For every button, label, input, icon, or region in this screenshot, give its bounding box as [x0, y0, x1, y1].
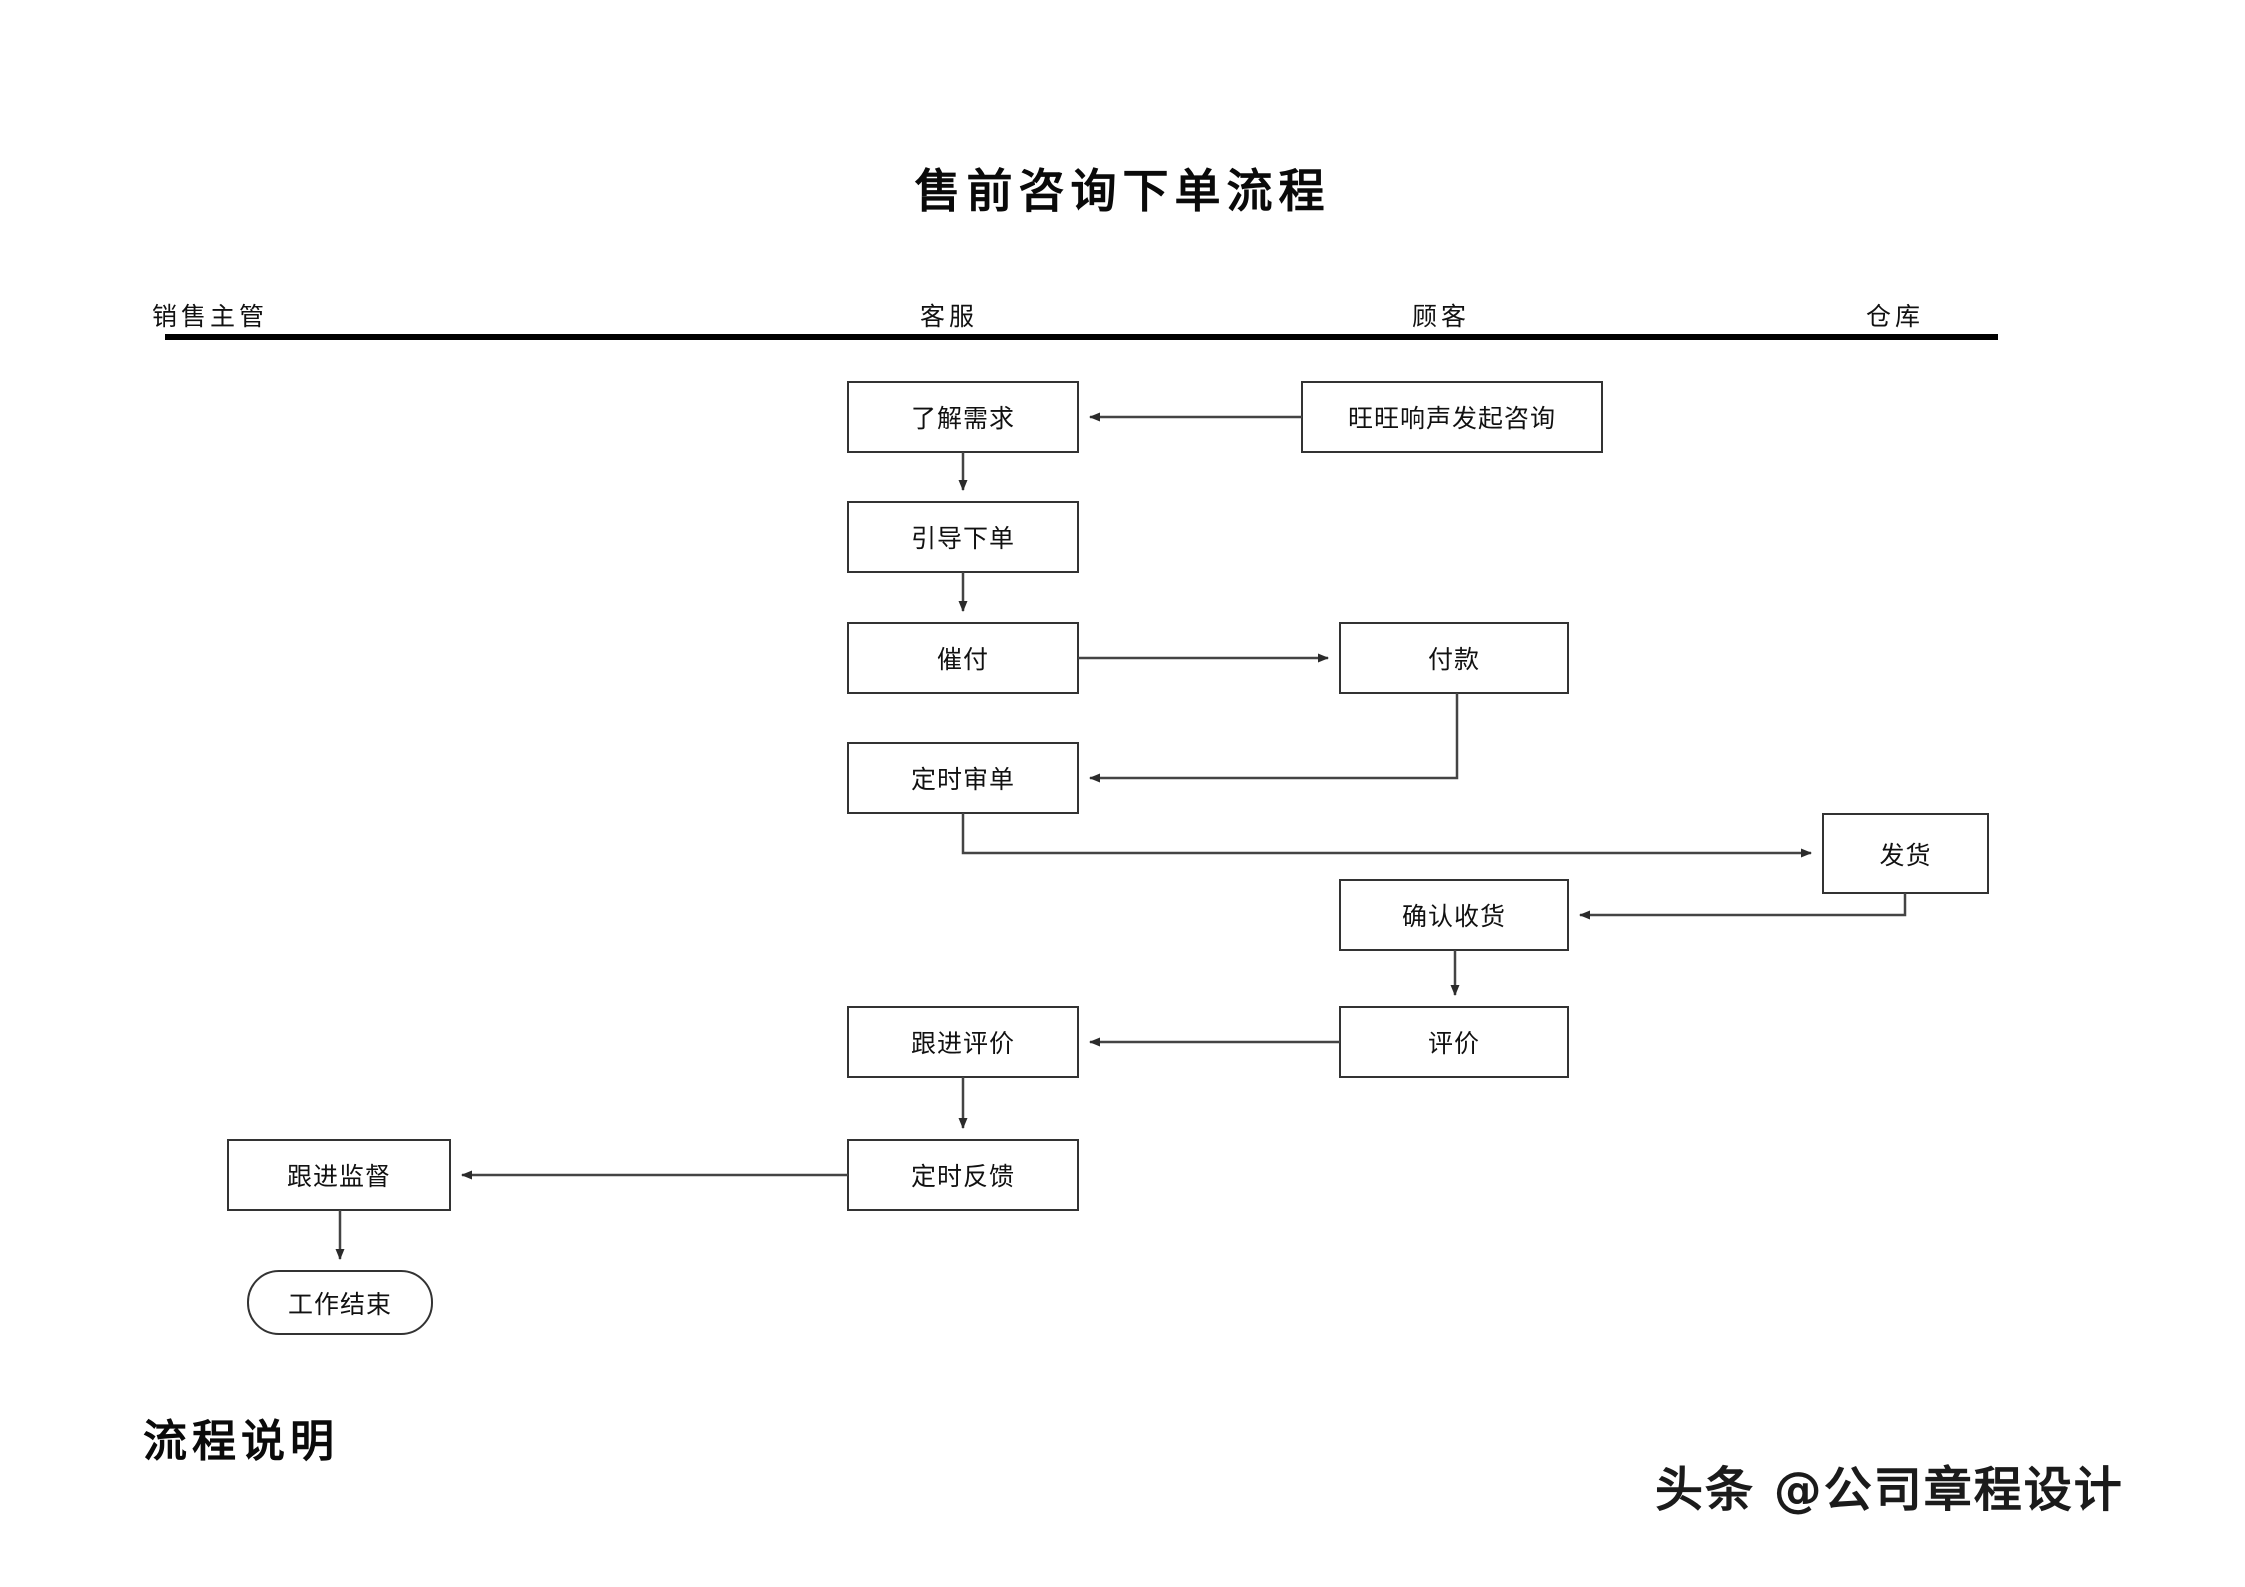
lane-header-customer: 顾客: [1412, 302, 1471, 331]
node-label-understand-needs: 了解需求: [910, 404, 1015, 433]
node-box-review-rating[interactable]: [1339, 1006, 1569, 1078]
lane-header-customer-service: 客服: [920, 302, 979, 331]
node-box-scheduled-order-review[interactable]: [847, 742, 1079, 814]
node-label-scheduled-order-review: 定时审单: [910, 765, 1015, 794]
node-box-payment[interactable]: [1339, 622, 1569, 694]
lane-header-warehouse: 仓库: [1866, 302, 1925, 331]
node-box-scheduled-feedback[interactable]: [847, 1139, 1079, 1211]
edge-scheduled-order-review-to-shipping: [961, 813, 1812, 858]
node-label-scheduled-feedback: 定时反馈: [910, 1162, 1015, 1191]
edge-payment-to-scheduled-order-review: [1089, 693, 1459, 783]
node-label-review-rating: 评价: [1427, 1029, 1480, 1058]
node-label-guide-order: 引导下单: [910, 524, 1015, 553]
section-title-process-description: 流程说明: [143, 1416, 339, 1467]
node-box-shipping[interactable]: [1822, 813, 1989, 894]
node-box-wangwang-inquiry[interactable]: [1301, 381, 1603, 453]
node-label-work-end: 工作结束: [287, 1289, 392, 1319]
node-label-payment: 付款: [1427, 645, 1480, 674]
node-box-follow-up-supervision[interactable]: [227, 1139, 451, 1211]
node-label-confirm-receipt: 确认收货: [1401, 902, 1506, 931]
node-label-follow-up-rating: 跟进评价: [910, 1029, 1015, 1058]
node-box-work-end[interactable]: [247, 1270, 433, 1335]
edge-shipping-to-confirm-receipt: [1579, 893, 1907, 920]
node-label-urge-payment: 催付: [936, 645, 989, 674]
node-box-follow-up-rating[interactable]: [847, 1006, 1079, 1078]
watermark: 头条 @公司章程设计: [1655, 1462, 2124, 1518]
page-title: 售前咨询下单流程: [914, 164, 1331, 218]
node-label-follow-up-supervision: 跟进监督: [286, 1162, 391, 1191]
node-label-shipping: 发货: [1879, 840, 1932, 870]
node-label-wangwang-inquiry: 旺旺响声发起咨询: [1347, 404, 1556, 433]
lane-header-sales-supervisor: 销售主管: [152, 302, 269, 331]
